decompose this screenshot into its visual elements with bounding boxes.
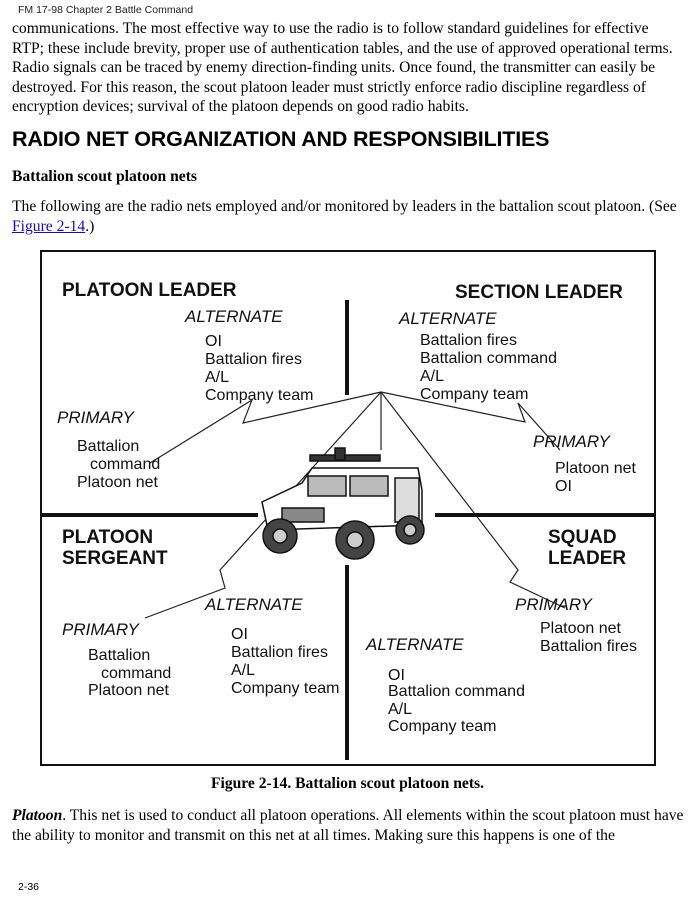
net-item: Battalion fires: [540, 638, 637, 655]
net-item: Platoon net: [88, 682, 170, 699]
net-item: Company team: [420, 386, 529, 403]
figure-link[interactable]: Figure 2-14: [12, 217, 86, 235]
lead-text: The following are the radio nets employe…: [12, 198, 677, 215]
section-leader-alternate-label: ALTERNATE: [398, 309, 497, 328]
net-item: Battalion command: [420, 350, 557, 367]
lead-paragraph: The following are the radio nets employe…: [12, 197, 684, 236]
net-item: OI: [231, 626, 248, 643]
quadrant-dividers: [40, 300, 656, 760]
net-item: Company team: [388, 718, 497, 735]
net-item: A/L: [420, 368, 444, 385]
squad-leader-primary-label: PRIMARY: [515, 595, 593, 614]
platoon-leader-primary-label: PRIMARY: [57, 408, 135, 427]
section-leader-title: SECTION LEADER: [455, 282, 623, 303]
platoon-sergeant-title: SERGEANT: [62, 548, 168, 569]
page-number: 2-36: [18, 881, 40, 893]
net-item: Battalion fires: [420, 332, 517, 349]
net-item: Platoon net: [77, 474, 159, 491]
net-item: Battalion fires: [205, 351, 302, 368]
platoon-leader-alternate-label: ALTERNATE: [184, 307, 283, 326]
platoon-leader-title: PLATOON LEADER: [62, 280, 237, 301]
net-item: OI: [205, 333, 222, 350]
net-item: OI: [555, 478, 572, 495]
section-heading: RADIO NET ORGANIZATION AND RESPONSIBILIT…: [12, 127, 550, 151]
net-item: command: [101, 665, 171, 682]
net-item: A/L: [231, 662, 255, 679]
net-item: Company team: [231, 680, 340, 697]
net-item: Company team: [205, 387, 314, 404]
squad-leader-title: SQUAD: [548, 527, 617, 548]
platoon-sergeant-primary-label: PRIMARY: [62, 620, 140, 639]
net-item: A/L: [205, 369, 229, 386]
squad-leader-title: LEADER: [548, 548, 626, 569]
net-item: A/L: [388, 701, 412, 718]
section-leader-primary-label: PRIMARY: [533, 432, 611, 451]
net-item: Platoon net: [540, 620, 622, 637]
net-item: Platoon net: [555, 460, 637, 477]
figure-radio-nets: PLATOON LEADER ALTERNATE OI Battalion fi…: [40, 250, 656, 766]
net-item: OI: [388, 667, 405, 684]
running-header: FM 17-98 Chapter 2 Battle Command: [18, 4, 194, 16]
platoon-sergeant-title: PLATOON: [62, 527, 153, 548]
net-item: Battalion: [77, 438, 139, 455]
figure-caption: Figure 2-14. Battalion scout platoon net…: [210, 775, 485, 792]
net-item: Battalion: [88, 647, 150, 664]
subsection-heading: Battalion scout platoon nets: [12, 168, 197, 185]
net-item: Battalion command: [388, 683, 525, 700]
intro-paragraph: communications. The most effective way t…: [12, 20, 673, 116]
humvee-illustration: [261, 447, 425, 560]
net-item: command: [90, 456, 160, 473]
platoon-term: Platoon: [12, 807, 63, 824]
radio-signal-lines: [144, 391, 566, 619]
squad-leader-alternate-label: ALTERNATE: [365, 635, 464, 654]
platoon-paragraph: Platoon. This net is used to conduct all…: [12, 806, 684, 845]
net-item: Battalion fires: [231, 644, 328, 661]
platoon-text: . This net is used to conduct all platoo…: [12, 807, 684, 844]
platoon-sergeant-alternate-label: ALTERNATE: [204, 595, 303, 614]
lead-end: .): [85, 217, 95, 235]
